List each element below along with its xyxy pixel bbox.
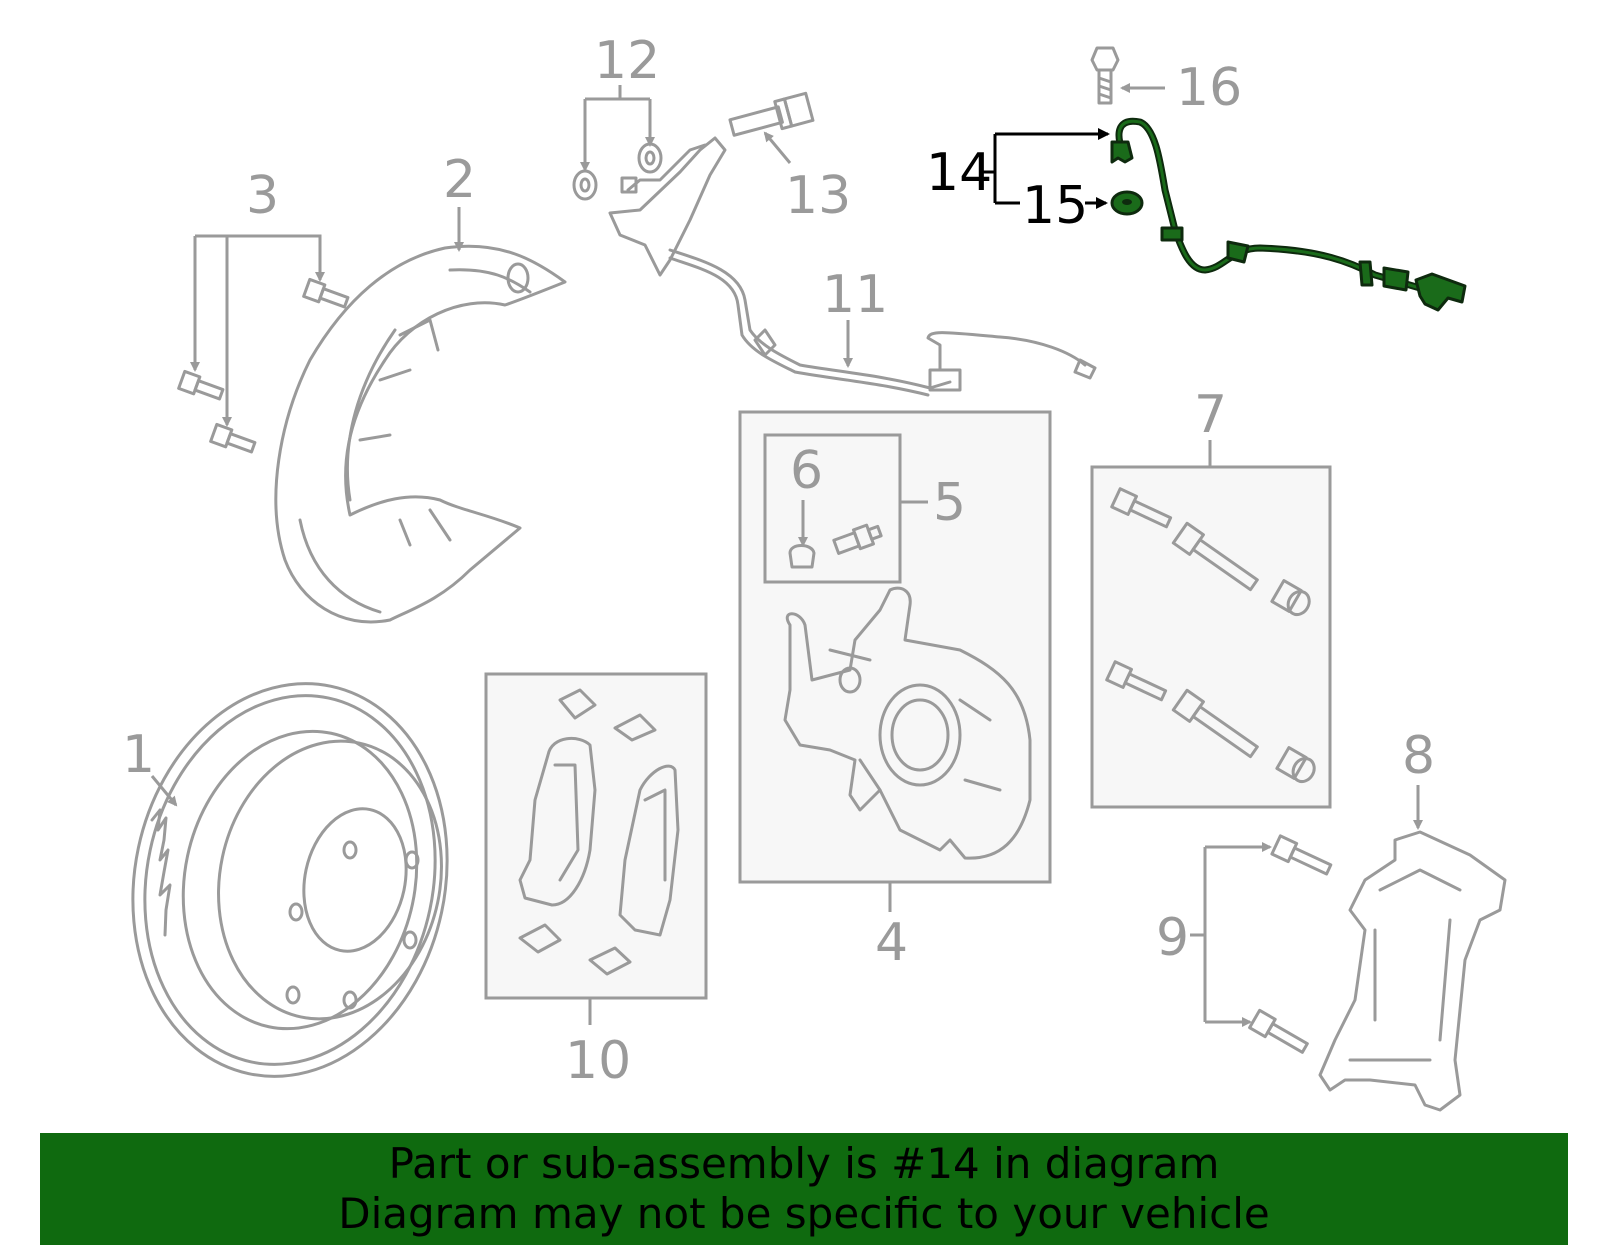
abs-sensor-highlighted: [1110, 117, 1467, 312]
banjo-washers: [572, 142, 663, 201]
callout-11: 11: [822, 265, 888, 325]
brake-pads: [518, 688, 680, 976]
callout-9: 9: [1156, 908, 1189, 968]
banjo-bolt: [728, 91, 815, 137]
callout-10: 10: [565, 1031, 631, 1091]
callout-12: 12: [594, 31, 660, 91]
shield-bolts: [177, 234, 350, 454]
brake-pads-box: [484, 672, 708, 1000]
callout-5: 5: [933, 473, 966, 533]
sensor-bolt: [1090, 46, 1120, 105]
callout-6: 6: [790, 441, 823, 501]
callout-3: 3: [246, 166, 279, 226]
brake-hose: [668, 248, 1097, 397]
banner-line-part: Part or sub-assembly is #14 in diagram: [388, 1139, 1220, 1188]
brake-caliper: [783, 586, 1032, 860]
guide-pins: [1105, 487, 1316, 784]
brake-rotor: [131, 682, 449, 1078]
bracket-bolts: [1248, 834, 1333, 1054]
parts-diagram: 1 2 3 4: [122, 31, 1507, 1112]
callout-15: 15: [1022, 176, 1088, 236]
callout-16: 16: [1176, 58, 1242, 118]
callout-1: 1: [122, 725, 155, 785]
callout-2: 2: [443, 150, 476, 210]
bleeder-cap: [788, 544, 816, 569]
info-banner: Part or sub-assembly is #14 in diagram D…: [40, 1133, 1568, 1245]
hose-bracket: [608, 136, 727, 277]
sensor-washer-highlighted: [1110, 190, 1144, 216]
callout-7: 7: [1194, 385, 1227, 445]
banner-line-disclaimer: Diagram may not be specific to your vehi…: [338, 1189, 1270, 1238]
leader-1: [150, 775, 178, 807]
caliper-bracket: [1318, 830, 1507, 1112]
bleeder-screw: [832, 523, 883, 555]
callout-13: 13: [785, 166, 851, 226]
callout-14: 14: [926, 143, 992, 203]
guide-pin-kit-box: [1090, 465, 1332, 809]
dust-shield: [274, 244, 567, 624]
bleeder-kit-box: [763, 433, 902, 584]
callout-8: 8: [1402, 726, 1435, 786]
callout-4: 4: [875, 913, 908, 973]
